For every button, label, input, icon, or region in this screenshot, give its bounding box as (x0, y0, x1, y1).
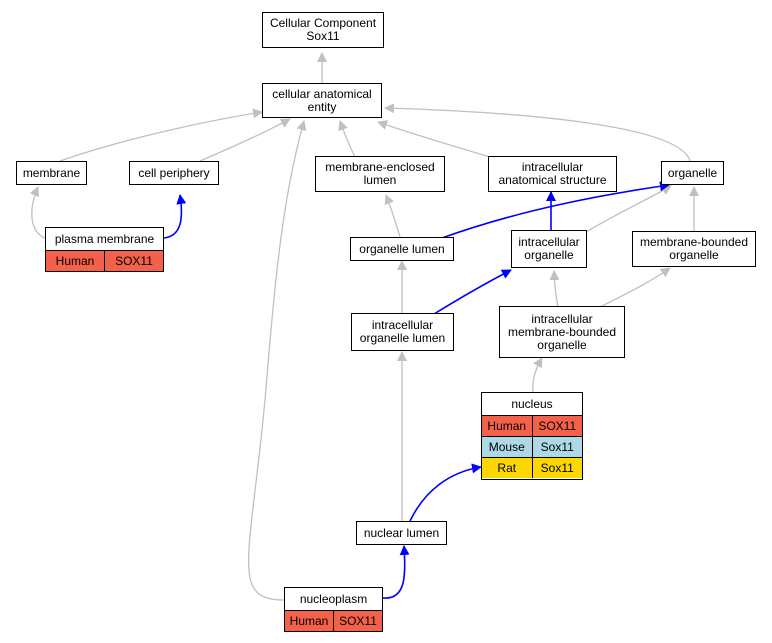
node-organelle[interactable]: organelle (661, 161, 724, 185)
edge-pm-to-periphery (163, 194, 187, 239)
edge-membrane-to-cae (59, 108, 263, 162)
node-intracellular-anatomical-structure[interactable]: intracellular anatomical structure (488, 156, 617, 192)
node-nucleoplasm[interactable]: nucleoplasm Human SOX11 (284, 587, 383, 632)
gene-cell: SOX11 (333, 611, 382, 631)
node-plasma-membrane[interactable]: plasma membrane Human SOX11 (45, 227, 164, 272)
gene-row-human: Human SOX11 (482, 415, 582, 436)
species-cell: Mouse (488, 440, 525, 454)
node-organelle-lumen[interactable]: organelle lumen (350, 237, 454, 261)
node-intracellular-organelle[interactable]: intracellular organelle (511, 230, 587, 268)
node-cellular-component[interactable]: Cellular Component Sox11 (262, 12, 384, 48)
node-label: nucleoplasm (299, 592, 368, 606)
node-nuclear-lumen[interactable]: nuclear lumen (356, 521, 447, 545)
node-label: plasma membrane (54, 232, 155, 246)
gene-cell: SOX11 (104, 251, 163, 271)
edge-imbo-to-mbo (599, 267, 671, 308)
edge-io-to-organelle (585, 185, 672, 233)
edge-ias-to-cae (377, 120, 491, 158)
node-cellular-anatomical-entity[interactable]: cellular anatomical entity (262, 83, 382, 118)
edge-nucleoplasm-to-nl (382, 545, 410, 599)
gene-row-human: Human SOX11 (46, 250, 163, 271)
edge-ol-to-organelle (441, 181, 670, 239)
edge-imbo-to-io (549, 270, 560, 308)
gene-cell: SOX11 (531, 416, 583, 436)
edge-pm-to-membrane (29, 186, 46, 239)
gene-cell: Sox11 (531, 437, 583, 457)
species-cell: Human (487, 419, 527, 433)
gene-row-human: Human SOX11 (285, 610, 382, 631)
species-cell: Human (289, 614, 329, 628)
node-cell-periphery[interactable]: cell periphery (129, 161, 219, 185)
edge-organelle-to-cae (384, 103, 691, 162)
node-membrane-bounded-organelle[interactable]: membrane-bounded organelle (632, 231, 756, 267)
edge-nl-to-nucleus (409, 463, 482, 522)
gene-cell: Sox11 (531, 458, 583, 478)
node-label: nucleus (511, 397, 553, 411)
edge-nucleoplasm-to-cae (248, 120, 307, 601)
node-membrane[interactable]: membrane (16, 161, 87, 185)
node-membrane-enclosed-lumen[interactable]: membrane-enclosed lumen (315, 156, 445, 192)
node-nucleus[interactable]: nucleus Human SOX11 Mouse Sox11 Rat Sox1… (481, 392, 583, 480)
gene-row-rat: Rat Sox11 (482, 457, 582, 478)
species-cell: Human (55, 254, 95, 268)
node-intracellular-membrane-bounded-organelle[interactable]: intracellular membrane-bounded organelle (499, 306, 625, 358)
edge-ol-to-mel (384, 194, 401, 238)
edge-iol-to-io (433, 269, 512, 315)
gene-row-mouse: Mouse Sox11 (482, 436, 582, 457)
species-cell: Rat (497, 461, 517, 475)
node-intracellular-organelle-lumen[interactable]: intracellular organelle lumen (351, 313, 454, 351)
edge-mel-to-cae (338, 120, 356, 158)
edge-nucleus-to-imbo (532, 357, 543, 393)
edge-periphery-to-cae (199, 118, 291, 162)
